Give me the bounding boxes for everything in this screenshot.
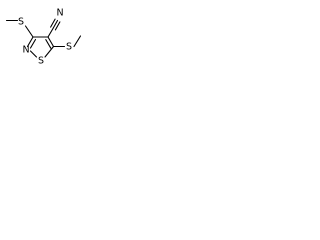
bond-ring-c4-c5-double bbox=[45, 39, 52, 49]
atom-label-left-methylthio-sulfur: S bbox=[18, 17, 24, 28]
bond-c3-left-s bbox=[24, 25, 34, 38]
bond-nitrile-triple-b bbox=[50, 18, 56, 28]
bond-ring-n-c3 bbox=[26, 36, 34, 48]
bond-nitrile-c4-c bbox=[47, 27, 54, 38]
bond-ring-c5-s bbox=[44, 45, 55, 58]
bond-ring-n-c3-double bbox=[29, 38, 37, 49]
bond-right-s-methyl bbox=[73, 35, 82, 48]
bond-nitrile-triple-c bbox=[54, 21, 61, 31]
atom-label-ring-nitrogen: N bbox=[22, 45, 29, 56]
atom-label-ring-sulfur: S bbox=[38, 56, 44, 67]
bond-ring-c4-c5 bbox=[47, 36, 55, 48]
bond-nitrile-triple-a bbox=[52, 19, 59, 30]
bond-ring-s-n bbox=[29, 50, 38, 58]
atom-label-right-methylthio-sulfur: S bbox=[66, 42, 72, 53]
atom-label-nitrile-nitrogen: N bbox=[56, 8, 63, 19]
molecule-structure: S N N S S bbox=[5, 8, 82, 67]
